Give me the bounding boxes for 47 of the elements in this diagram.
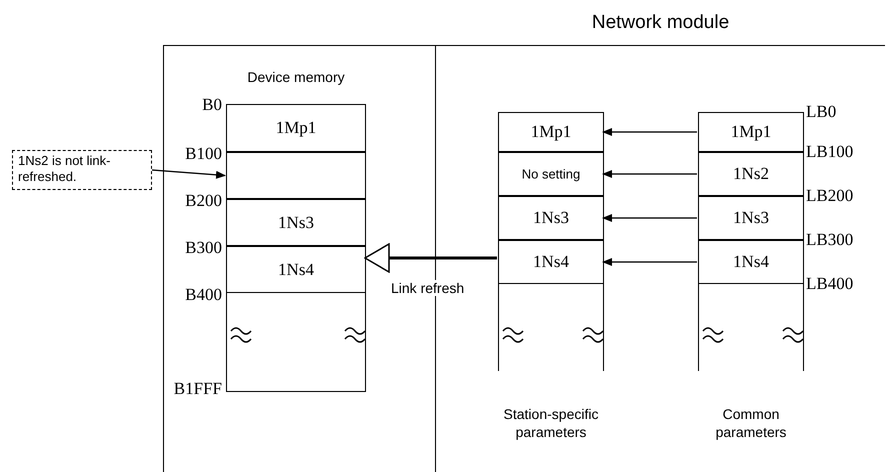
column-heading: Common parameters [714, 405, 788, 441]
memory-cell [498, 112, 604, 152]
address-label: LB100 [806, 143, 854, 161]
memory-cell [226, 104, 366, 152]
address-label: LB0 [806, 103, 836, 121]
arrow [602, 258, 697, 266]
cell-label: 1Mp1 [274, 118, 318, 138]
memory-cell [698, 240, 804, 284]
cell-label: 1Ns2 [732, 164, 770, 184]
memory-cell [698, 112, 804, 152]
edge-label: Link refresh [389, 280, 466, 296]
note-box [12, 150, 152, 190]
panel-heading: Network module [590, 12, 730, 34]
cell-label: 1Ns3 [732, 208, 770, 228]
cell-label: 1Ns4 [277, 260, 315, 280]
address-label: B0 [202, 96, 222, 114]
address-label: B100 [185, 145, 222, 163]
address-label: LB300 [806, 231, 854, 249]
memory-cell [698, 196, 804, 240]
memory-cell [498, 152, 604, 196]
cell-label: 1Ns4 [732, 252, 770, 272]
address-label: B400 [185, 286, 222, 304]
arrow [602, 214, 697, 222]
note-text: 1Ns2 is not link-refreshed. [18, 153, 112, 185]
arrow [602, 128, 697, 136]
memory-cell [498, 240, 604, 284]
arrow [152, 169, 226, 179]
address-label: B300 [185, 239, 222, 257]
cell-label: 1Ns3 [532, 208, 570, 228]
memory-cell [226, 246, 366, 293]
arrow [602, 170, 697, 178]
column-heading: Device memory [246, 69, 346, 85]
cell-label: 1Mp1 [730, 122, 772, 142]
memory-cell [226, 152, 366, 199]
address-label: B200 [185, 192, 222, 210]
column-heading: Station-specific parameters [502, 405, 600, 441]
arrow [364, 243, 497, 273]
cell-label: 1Ns4 [532, 252, 570, 272]
memory-cell [226, 199, 366, 246]
memory-cell [498, 196, 604, 240]
address-label: LB400 [806, 275, 854, 293]
memory-cell [698, 152, 804, 196]
address-label: B1FFF [174, 380, 222, 398]
cell-label: No setting [520, 166, 582, 182]
address-label: LB200 [806, 187, 854, 205]
cell-label: 1Mp1 [530, 122, 572, 142]
cell-label: 1Ns3 [277, 212, 315, 232]
